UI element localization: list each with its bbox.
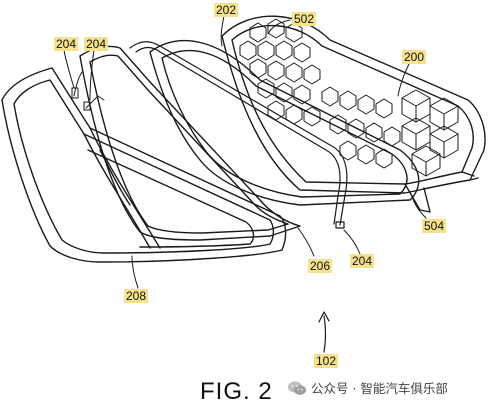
bezel-208 xyxy=(1,67,287,263)
connector-wire-204 xyxy=(71,71,105,111)
ref-208: 208 xyxy=(124,289,149,303)
watermark: 公众号 · 智能汽车俱乐部 xyxy=(287,378,448,397)
leader-lines xyxy=(63,15,427,289)
watermark-text: 公众号 · 智能汽车俱乐部 xyxy=(311,381,448,396)
ref-200: 200 xyxy=(402,50,427,64)
grille-200 xyxy=(221,15,486,213)
ref-204-left: 204 xyxy=(54,37,79,51)
ref-206: 206 xyxy=(308,259,333,273)
ref-502: 502 xyxy=(292,12,317,26)
ref-102: 102 xyxy=(314,354,339,368)
ref-204-mid: 204 xyxy=(84,37,109,51)
assembly-arrow-102 xyxy=(318,311,330,353)
frame-202 xyxy=(149,39,420,206)
ref-504: 504 xyxy=(422,219,447,233)
ref-202: 202 xyxy=(214,3,239,17)
light-strip-206 xyxy=(129,41,348,229)
ref-204-bottom: 204 xyxy=(350,254,375,268)
figure-caption: FIG. 2 xyxy=(200,378,273,405)
lens-206 xyxy=(79,45,301,241)
wechat-icon xyxy=(288,381,306,395)
